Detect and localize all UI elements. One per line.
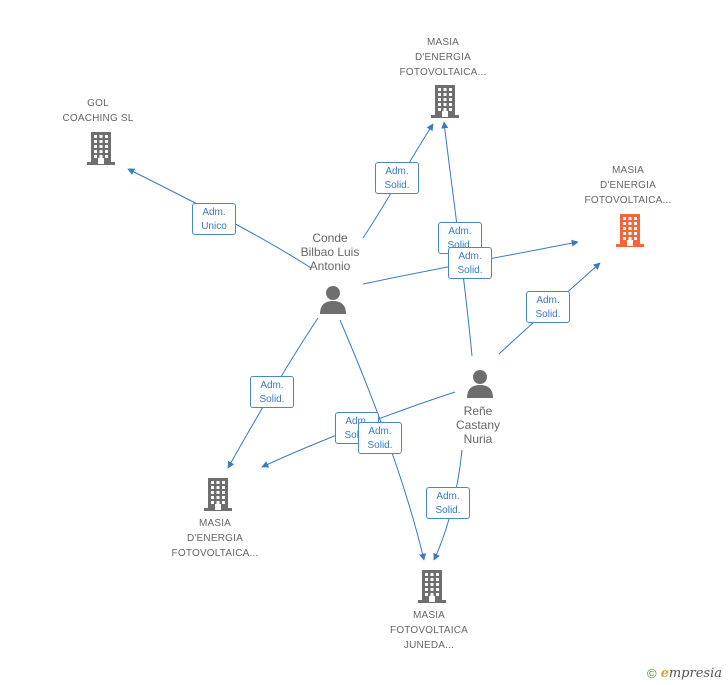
edge-label-conde-masia-right[interactable]: Adm. Solid. [448,247,492,279]
label-line: MASIA [426,37,460,48]
edge-label-line: Adm. [202,207,226,218]
label-line: MASIA [198,518,232,529]
edge-label-line: Adm. [458,251,482,262]
label-line: MASIA [412,610,446,621]
person-label-rene[interactable]: Reñe Castany Nuria [428,404,528,446]
building-icon[interactable] [202,476,234,512]
label-line: COACHING SL [62,113,134,124]
edge-label-line: Unico [201,221,227,232]
edge-label-line: Solid. [535,309,561,320]
company-label-gol[interactable]: GOL COACHING SL [48,96,148,126]
edge-label-line: Solid. [447,240,473,251]
label-line: FOTOVOLTAICA... [584,195,672,206]
edge-label-conde-masia-top[interactable]: Adm. Solid. [375,162,419,194]
building-icon[interactable] [614,212,646,248]
edge-label-line: Solid. [384,180,410,191]
label-line: Nuria [463,432,493,446]
edge-label-conde-gol[interactable]: Adm. Unico [192,203,236,235]
edge-label-line: Solid. [457,265,483,276]
edge-label-line: Solid. [435,505,461,516]
brand-initial: e [660,666,669,681]
label-line: Castany [455,418,501,432]
label-line: D'ENERGIA [415,52,471,63]
edge-label-rene-masia-right[interactable]: Adm. Solid. [526,291,570,323]
label-line: Reñe [463,404,493,418]
edge-label-line: Adm. [385,166,409,177]
label-line: Bilbao Luis [300,245,360,259]
brand-rest: mpresia [668,666,722,681]
edge-label-line: Adm. [448,226,472,237]
label-line: D'ENERGIA [600,180,656,191]
building-icon[interactable] [416,568,448,604]
edge-label-line: Solid. [259,394,285,405]
label-line: JUNEDA... [403,640,455,651]
building-icon[interactable] [85,130,117,166]
label-line: FOTOVOLTAICA... [399,67,487,78]
edge-label-conde-masia-bottom[interactable]: Adm. Solid. [358,422,402,454]
label-line: Antonio [309,259,351,273]
label-line: D'ENERGIA [187,533,243,544]
edge-label-line: Adm. [345,416,369,427]
label-line: Conde [312,231,348,245]
person-icon[interactable] [318,284,348,314]
edge-label-line: Adm. [368,426,392,437]
company-label-masia-top[interactable]: MASIA D'ENERGIA FOTOVOLTAICA... [383,35,503,80]
label-line: GOL [87,98,109,109]
edge-label-line: Solid. [367,440,393,451]
edge-label-conde-masia-left[interactable]: Adm. Solid. [250,376,294,408]
label-line: FOTOVOLTAICA [390,625,468,636]
person-label-conde[interactable]: Conde Bilbao Luis Antonio [280,231,380,273]
edge-label-line: Adm. [260,380,284,391]
edge-label-line: Solid. [344,430,370,441]
edge-label-line: Adm. [436,491,460,502]
copyright-icon: © [646,666,657,681]
company-label-masia-right[interactable]: MASIA D'ENERGIA FOTOVOLTAICA... [568,163,688,208]
footer-brand: © empresia [647,666,722,681]
label-line: FOTOVOLTAICA... [171,548,259,559]
edge-label-line: Adm. [536,295,560,306]
edges-layer [127,121,601,561]
edge-label-rene-masia-bottom[interactable]: Adm. Solid. [426,487,470,519]
label-line: MASIA [611,165,645,176]
building-icon[interactable] [429,83,461,119]
company-label-masia-bottom[interactable]: MASIA FOTOVOLTAICA JUNEDA... [369,608,489,653]
company-label-masia-left[interactable]: MASIA D'ENERGIA FOTOVOLTAICA... [155,516,275,561]
empresia-logo[interactable]: empresia [661,666,722,681]
person-icon[interactable] [465,368,495,398]
